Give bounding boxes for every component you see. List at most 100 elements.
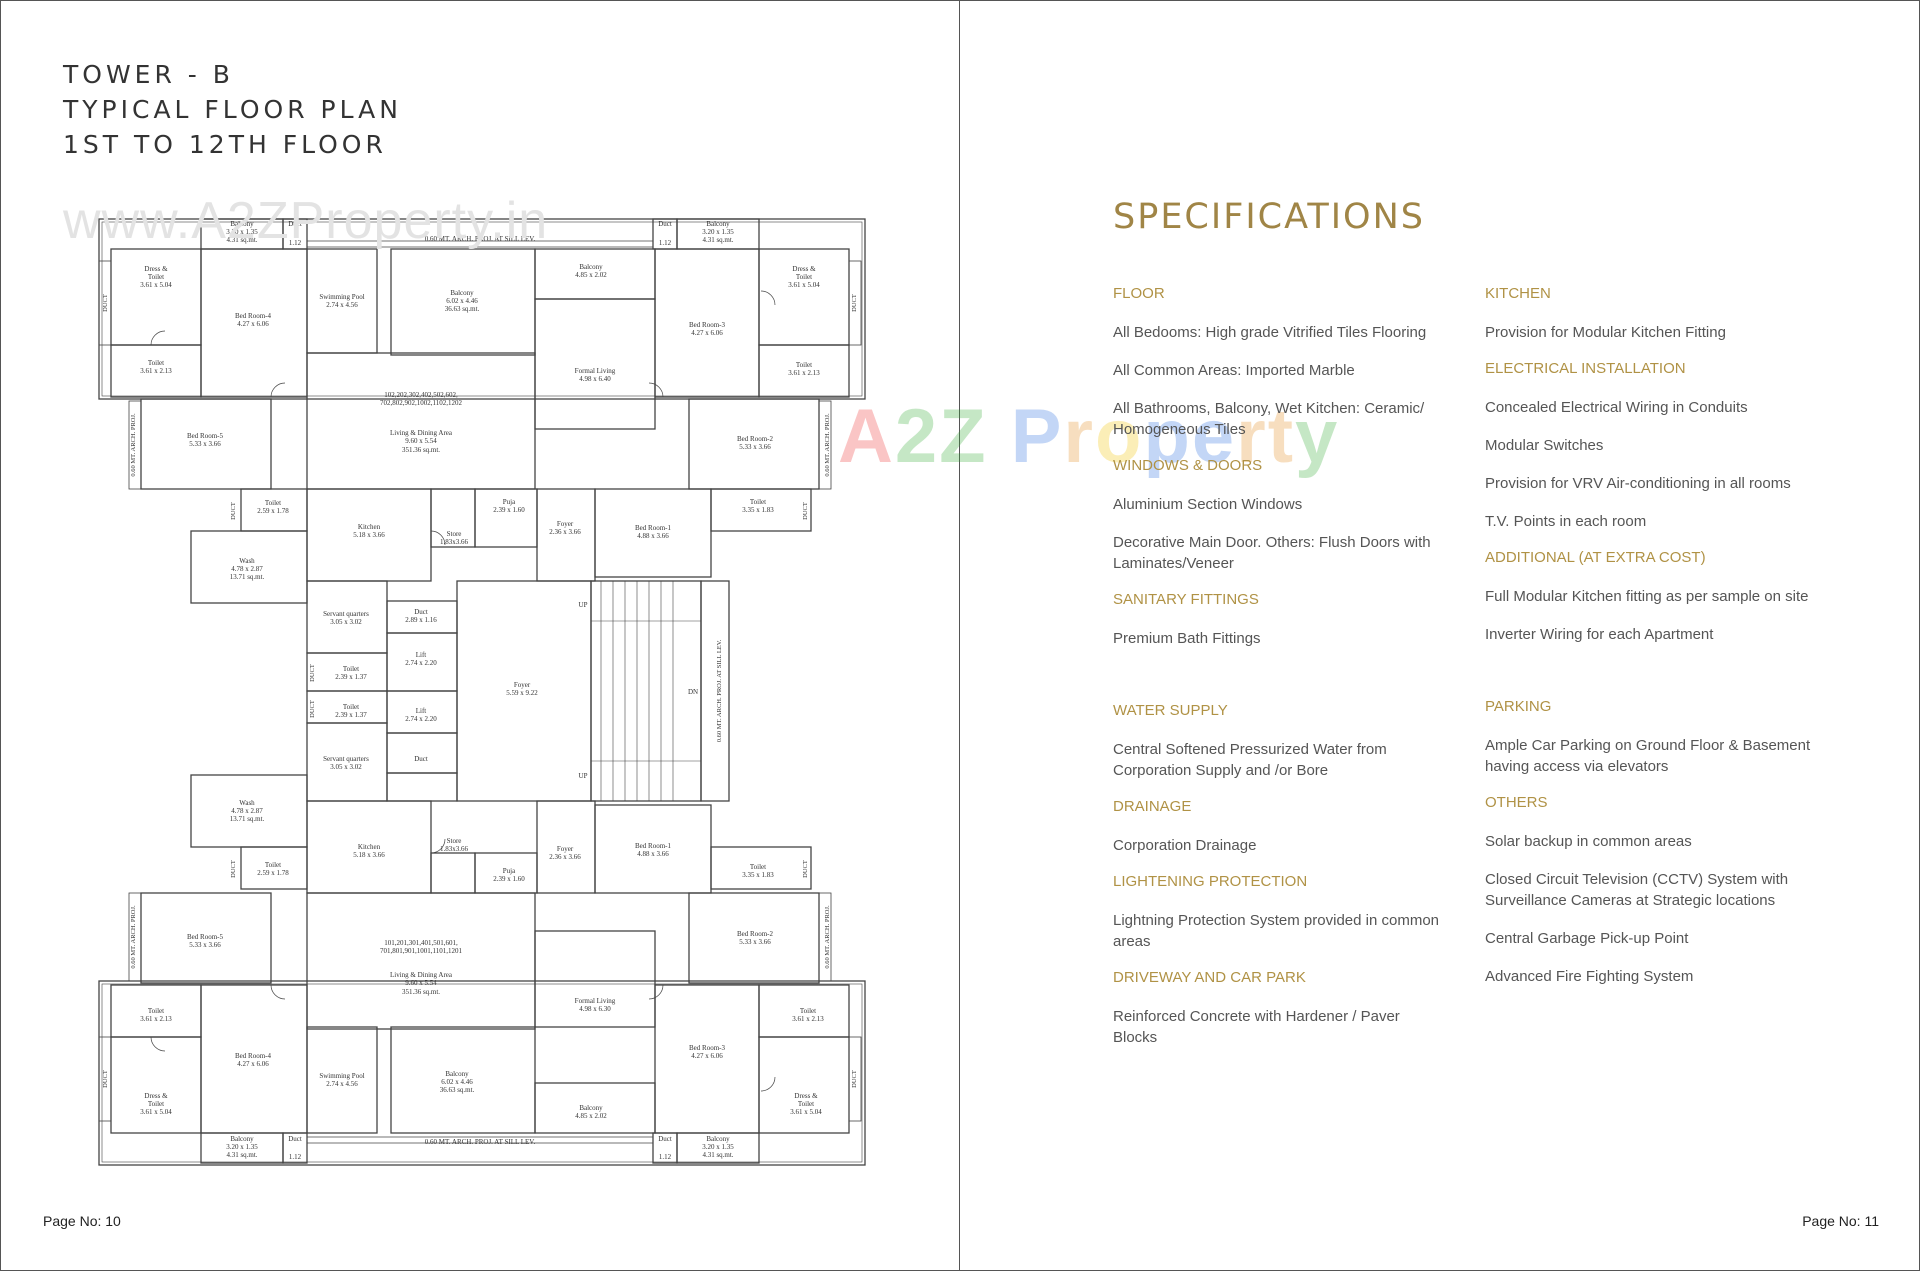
svg-text:Puja: Puja [503, 498, 516, 506]
title-line-3: 1ST TO 12TH FLOOR [63, 130, 387, 159]
svg-text:UP: UP [579, 772, 588, 780]
svg-text:2.59 x 1.78: 2.59 x 1.78 [257, 869, 289, 877]
svg-text:6.02 x 4.46: 6.02 x 4.46 [446, 297, 478, 305]
svg-text:0.60 MT. ARCH. PROJ.: 0.60 MT. ARCH. PROJ. [130, 905, 137, 969]
svg-text:Toilet: Toilet [148, 359, 164, 367]
svg-text:Toilet: Toilet [265, 499, 281, 507]
svg-text:Bed Room-4: Bed Room-4 [235, 1052, 271, 1060]
svg-text:5.33 x 3.66: 5.33 x 3.66 [739, 443, 771, 451]
label-balcony: Balcony [230, 220, 254, 228]
svg-text:2.36 x 3.66: 2.36 x 3.66 [549, 853, 581, 861]
svg-text:5.33 x 3.66: 5.33 x 3.66 [189, 941, 221, 949]
svg-text:1.12: 1.12 [659, 239, 672, 247]
svg-text:Puja: Puja [503, 867, 516, 875]
svg-text:3.61 x 5.04: 3.61 x 5.04 [140, 281, 172, 289]
svg-text:Toilet: Toilet [750, 863, 766, 871]
spec-item: Closed Circuit Television (CCTV) System … [1485, 871, 1789, 909]
svg-text:3.61 x 2.13: 3.61 x 2.13 [140, 1015, 172, 1023]
spec-item: Ample Car Parking on Ground Floor & Base… [1485, 737, 1811, 775]
svg-text:Duct: Duct [414, 755, 428, 763]
svg-text:0.60 MT. ARCH. PROJ.: 0.60 MT. ARCH. PROJ. [824, 413, 831, 477]
svg-text:2.39 x 1.60: 2.39 x 1.60 [493, 875, 525, 883]
svg-text:3.35 x 1.83: 3.35 x 1.83 [742, 506, 774, 514]
svg-text:0.60 MT. ARCH. PROJ. AT SILL L: 0.60 MT. ARCH. PROJ. AT SILL LEV. [716, 639, 723, 742]
label-bedroom-3: Bed Room-3 [689, 321, 725, 329]
svg-text:DUCT: DUCT [309, 700, 316, 718]
svg-text:DUCT: DUCT [230, 502, 237, 520]
spec-item: Decorative Main Door. Others: Flush Door… [1113, 534, 1431, 572]
label-bedroom-5: Bed Room-5 [187, 432, 223, 440]
title-line-2: TYPICAL FLOOR PLAN [63, 95, 402, 124]
label-bedroom-2: Bed Room-2 [737, 435, 773, 443]
svg-text:4.78 x 2.87: 4.78 x 2.87 [231, 807, 263, 815]
svg-text:Duct: Duct [658, 1135, 672, 1143]
svg-text:Duct: Duct [288, 220, 302, 228]
svg-text:3.20 x 1.35: 3.20 x 1.35 [702, 228, 734, 236]
spec-item: Lightning Protection System provided in … [1113, 912, 1440, 950]
spec-item: Full Modular Kitchen fitting as per samp… [1485, 588, 1809, 605]
svg-text:DUCT: DUCT [309, 664, 316, 682]
svg-text:3.35 x 1.83: 3.35 x 1.83 [742, 871, 774, 879]
spec-section-kitchen: KITCHEN Provision for Modular Kitchen Fi… [1485, 285, 1820, 343]
svg-text:Toilet: Toilet [796, 361, 812, 369]
svg-text:1.12: 1.12 [659, 1153, 672, 1161]
spec-item: All Bathrooms, Balcony, Wet Kitchen: Cer… [1113, 400, 1425, 438]
svg-text:1.12: 1.12 [289, 239, 302, 247]
specifications-heading: SPECIFICATIONS [1113, 197, 1425, 237]
svg-text:4.78 x 2.87: 4.78 x 2.87 [231, 565, 263, 573]
svg-text:Bed Room-3: Bed Room-3 [689, 1044, 725, 1052]
svg-text:2.74 x 4.56: 2.74 x 4.56 [326, 301, 358, 309]
svg-text:5.18 x 3.66: 5.18 x 3.66 [353, 531, 385, 539]
svg-text:Dress &: Dress & [144, 265, 168, 273]
svg-text:4.88 x 3.66: 4.88 x 3.66 [637, 532, 669, 540]
spec-item: Advanced Fire Fighting System [1485, 968, 1694, 985]
svg-text:6.02 x 4.46: 6.02 x 4.46 [441, 1078, 473, 1086]
svg-text:36.63 sq.mt.: 36.63 sq.mt. [445, 305, 480, 313]
svg-text:Bed Room-5: Bed Room-5 [187, 933, 223, 941]
svg-text:Toilet: Toilet [343, 665, 359, 673]
svg-text:Kitchen: Kitchen [358, 843, 381, 851]
svg-text:Store: Store [447, 837, 462, 845]
specs-right-column: KITCHEN Provision for Modular Kitchen Fi… [1485, 285, 1820, 1004]
svg-text:3.20 x 1.35: 3.20 x 1.35 [226, 1143, 258, 1151]
svg-text:2.89 x 1.16: 2.89 x 1.16 [405, 616, 437, 624]
svg-text:4.27 x 6.06: 4.27 x 6.06 [237, 320, 269, 328]
label-formal-living: Formal Living [575, 367, 616, 375]
label-top-projection: 0.60 MT. ARCH. PROJ. AT SILL LEV. [425, 235, 536, 243]
spec-item: Central Garbage Pick-up Point [1485, 930, 1689, 947]
title-line-1: TOWER - B [63, 60, 234, 89]
spec-section-windows-doors: WINDOWS & DOORS Aluminium Section Window… [1113, 457, 1448, 574]
svg-text:Toilet: Toilet [796, 273, 812, 281]
svg-text:2.36 x 3.66: 2.36 x 3.66 [549, 528, 581, 536]
svg-text:Balcony: Balcony [706, 220, 730, 228]
svg-text:2.39 x 1.37: 2.39 x 1.37 [335, 673, 367, 681]
svg-text:Balcony: Balcony [579, 1104, 603, 1112]
svg-text:Toilet: Toilet [800, 1007, 816, 1015]
spec-item: Premium Bath Fittings [1113, 630, 1261, 647]
specs-left-column: FLOOR All Bedooms: High grade Vitrified … [1113, 285, 1448, 1065]
svg-text:Wash: Wash [239, 557, 255, 565]
spec-item: Provision for Modular Kitchen Fitting [1485, 324, 1726, 341]
spec-section-electrical: ELECTRICAL INSTALLATION Concealed Electr… [1485, 360, 1820, 532]
floor-plan-drawing: Balcony 3.20 x 1.35 4.31 sq.mt. Balcony … [98, 218, 866, 1166]
svg-text:Foyer: Foyer [557, 520, 574, 528]
svg-text:Toilet: Toilet [148, 273, 164, 281]
svg-text:1.83x3.66: 1.83x3.66 [440, 845, 469, 853]
svg-text:Swimming Pool: Swimming Pool [319, 1072, 364, 1080]
floor-plan-title: TOWER - B TYPICAL FLOOR PLAN 1ST TO 12TH… [63, 57, 402, 162]
svg-text:4.31 sq.mt.: 4.31 sq.mt. [702, 1151, 733, 1159]
label-flat-numbers-top: 102,202,302,402,502,602, [384, 391, 458, 399]
svg-text:Dress &: Dress & [792, 265, 816, 273]
spec-item: Modular Switches [1485, 437, 1604, 454]
svg-text:0.60 MT. ARCH. PROJ.: 0.60 MT. ARCH. PROJ. [130, 413, 137, 477]
svg-text:Wash: Wash [239, 799, 255, 807]
svg-text:DUCT: DUCT [102, 294, 109, 312]
label-bedroom-4: Bed Room-4 [235, 312, 271, 320]
a2z-property-logo: A2Z Property [838, 394, 1340, 479]
spec-item: Provision for VRV Air-conditioning in al… [1485, 475, 1791, 492]
spec-section-driveway: DRIVEWAY AND CAR PARK Reinforced Concret… [1113, 969, 1448, 1048]
svg-text:4.27 x 6.06: 4.27 x 6.06 [237, 1060, 269, 1068]
svg-text:DUCT: DUCT [851, 294, 858, 312]
svg-text:Toilet: Toilet [148, 1100, 164, 1108]
spec-item: Aluminium Section Windows [1113, 496, 1303, 513]
